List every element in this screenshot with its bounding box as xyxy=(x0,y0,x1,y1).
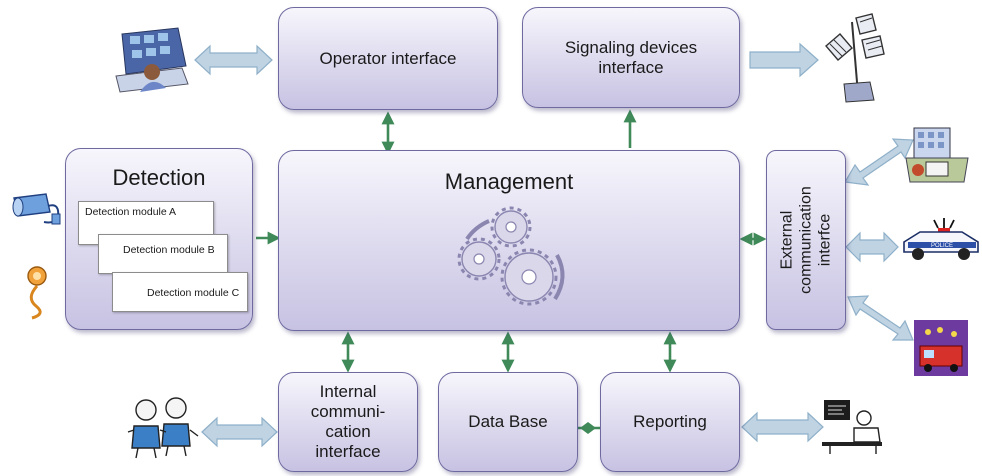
reporting-wide-arrow xyxy=(741,411,824,443)
operator-interface-box: Operator interface xyxy=(278,7,498,110)
external-wide-arrow-mid xyxy=(845,231,899,263)
detection-module-b: Detection module B xyxy=(98,234,228,274)
management-box: Management xyxy=(278,150,740,331)
signaling-devices-interface-label: Signaling devices interface xyxy=(564,37,698,77)
operator-wide-arrow xyxy=(194,44,273,76)
reporting-label: Reporting xyxy=(633,412,707,431)
external-wide-arrow-bottom xyxy=(847,295,914,341)
detection-module-c-label: Detection module C xyxy=(147,287,240,299)
microphone-icon xyxy=(27,266,47,320)
detection-module-a-label: Detection module A xyxy=(85,206,177,218)
personnel-icon xyxy=(127,397,199,459)
detection-title: Detection xyxy=(112,165,206,190)
operator-workstation-icon xyxy=(115,27,189,93)
database-box: Data Base xyxy=(438,372,578,472)
police-car-icon: POLICE xyxy=(903,218,979,260)
signaling-devices-icon xyxy=(825,13,885,103)
building-icon xyxy=(905,127,969,183)
detection-module-b-label: Detection module B xyxy=(123,244,215,256)
internal-wide-arrow xyxy=(201,416,278,448)
external-communication-label: External communication interfce xyxy=(778,186,834,294)
operator-interface-label: Operator interface xyxy=(319,48,457,68)
signaling-devices-interface-box: Signaling devices interface xyxy=(522,7,740,108)
svg-text:POLICE: POLICE xyxy=(931,243,953,249)
fire-truck-icon xyxy=(914,320,968,376)
database-reporting-connector xyxy=(578,422,602,434)
management-title: Management xyxy=(444,169,574,194)
reporting-desk-icon xyxy=(822,400,882,454)
gears-icon xyxy=(457,206,565,306)
external-wide-arrow-top xyxy=(844,138,914,186)
internal-communication-box: Internal communi- cation interface xyxy=(278,372,418,472)
external-communication-box: External communication interfce xyxy=(766,150,846,330)
database-label: Data Base xyxy=(468,412,548,431)
detection-module-c: Detection module C xyxy=(112,272,248,312)
internal-communication-label: Internal communi- cation interface xyxy=(310,382,386,461)
camera-icon xyxy=(12,193,61,225)
signaling-wide-arrow xyxy=(749,42,819,78)
reporting-box: Reporting xyxy=(600,372,740,472)
